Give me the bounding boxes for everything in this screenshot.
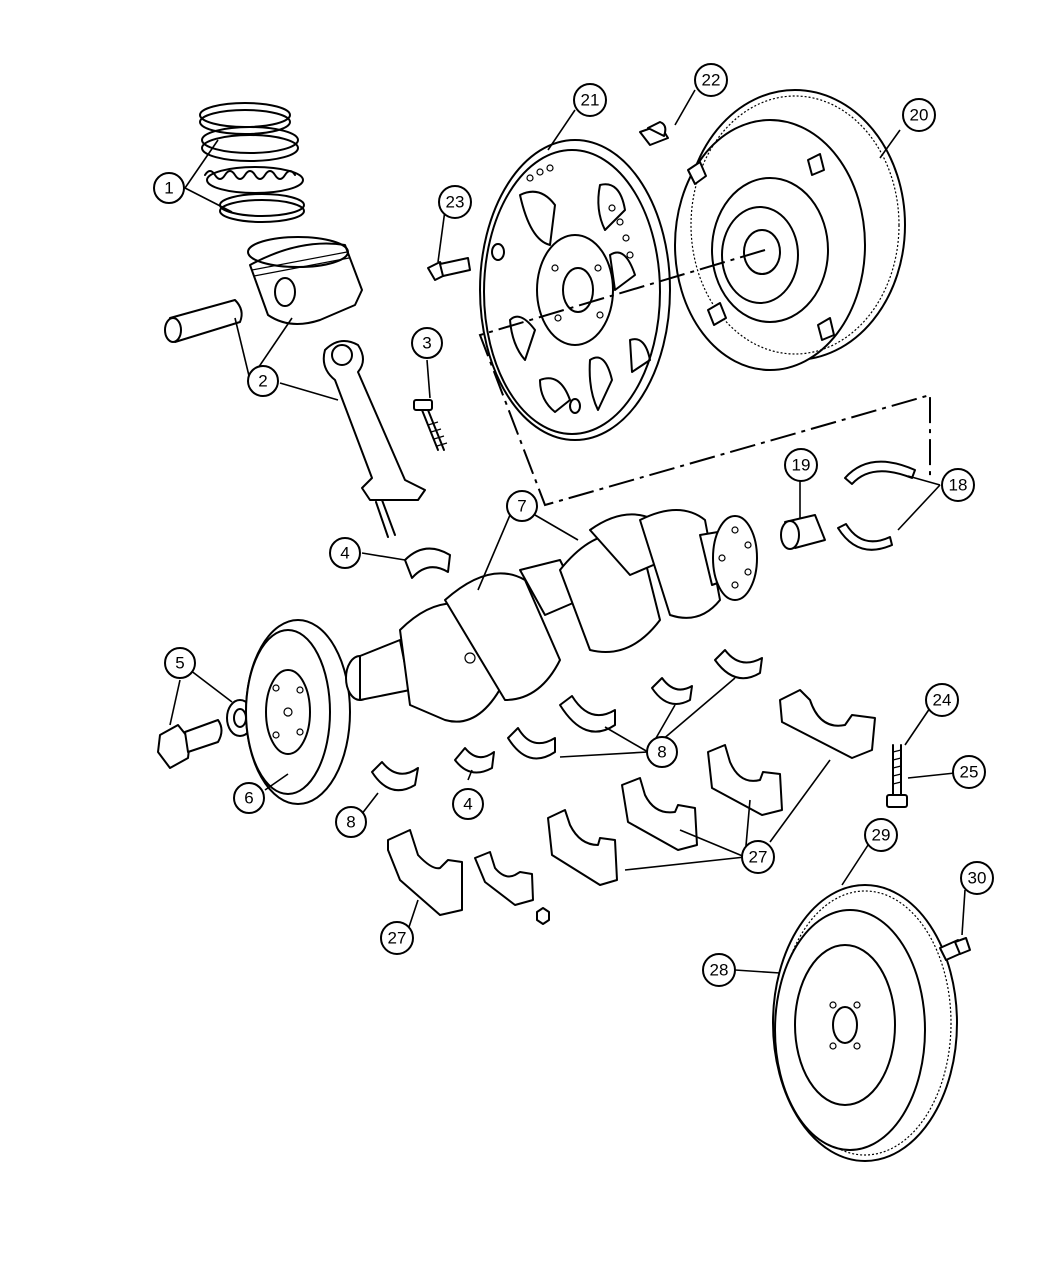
callout-22-label: 22 [702, 71, 721, 90]
callout-6-label: 6 [244, 789, 253, 808]
main-cap-2 [474, 851, 534, 906]
main-cap-1 [387, 829, 463, 916]
rod-bearing-upper [404, 547, 451, 579]
thrust-washer-upper [844, 460, 916, 485]
callout-7: 7 [506, 490, 538, 522]
callout-19: 19 [784, 448, 818, 482]
main-bearing-2 [507, 727, 556, 760]
main-bearing-4 [651, 677, 693, 705]
callout-4-lower: 4 [452, 788, 484, 820]
callout-27-left-label: 27 [388, 929, 407, 948]
callout-3: 3 [411, 327, 443, 359]
flex-plate [479, 139, 671, 441]
callout-4-upper-label: 4 [340, 544, 349, 563]
thrust-washer-lower [837, 523, 893, 551]
callout-2-label: 2 [258, 372, 267, 391]
callout-5: 5 [164, 647, 196, 679]
callout-2: 2 [247, 365, 279, 397]
callout-30: 30 [960, 861, 994, 895]
callout-18: 18 [941, 468, 975, 502]
callout-27-right: 27 [741, 840, 775, 874]
callout-5-label: 5 [175, 654, 184, 673]
callout-22: 22 [694, 63, 728, 97]
flywheel-bolt [939, 937, 971, 961]
vibration-damper [245, 619, 351, 805]
damper-bolt [157, 719, 223, 769]
callout-8-left-label: 8 [346, 813, 355, 832]
callout-7-label: 7 [517, 497, 526, 516]
piston [247, 236, 363, 325]
callout-25-label: 25 [960, 763, 979, 782]
callout-21-label: 21 [581, 91, 600, 110]
callout-20: 20 [902, 98, 936, 132]
crankshaft [345, 509, 758, 723]
flex-plate-bolt-23 [427, 257, 471, 281]
callout-24: 24 [925, 683, 959, 717]
connecting-rod [322, 340, 426, 538]
callout-3-label: 3 [422, 334, 431, 353]
callout-29-label: 29 [872, 826, 891, 845]
callout-24-label: 24 [933, 691, 952, 710]
callout-8-left: 8 [335, 806, 367, 838]
piston-rings [199, 102, 305, 223]
rod-bearing-lower [454, 747, 495, 774]
callout-1-label: 1 [164, 179, 173, 198]
callout-25: 25 [952, 755, 986, 789]
callout-19-label: 19 [792, 456, 811, 475]
main-cap-bolt [886, 744, 908, 808]
cap-nut [536, 907, 550, 925]
callout-8-right-label: 8 [657, 743, 666, 762]
main-cap-rear [779, 689, 876, 759]
main-bearing-5 [714, 649, 763, 680]
callout-4-upper: 4 [329, 537, 361, 569]
callout-21: 21 [573, 83, 607, 117]
piston-pin [164, 299, 243, 343]
callout-30-label: 30 [968, 869, 987, 888]
flywheel [772, 884, 958, 1162]
alignment-line [478, 249, 931, 507]
callout-28: 28 [702, 953, 736, 987]
main-bearing-3 [559, 695, 616, 733]
callout-23-label: 23 [446, 193, 465, 212]
callout-18-label: 18 [949, 476, 968, 495]
main-cap-5 [707, 744, 783, 816]
flex-plate-bolt-22 [639, 121, 669, 146]
callout-23: 23 [438, 185, 472, 219]
callout-27-right-label: 27 [749, 848, 768, 867]
callout-4-lower-label: 4 [463, 795, 472, 814]
torque-converter [674, 89, 906, 371]
callout-20-label: 20 [910, 106, 929, 125]
callout-6: 6 [233, 782, 265, 814]
main-bearing-1 [371, 761, 419, 792]
callout-29: 29 [864, 818, 898, 852]
callout-27-left: 27 [380, 921, 414, 955]
main-cap-3 [547, 809, 618, 886]
callout-28-label: 28 [710, 961, 729, 980]
callout-1: 1 [153, 172, 185, 204]
callout-8-right: 8 [646, 736, 678, 768]
pilot-bushing [780, 514, 826, 550]
rod-bolt [413, 399, 448, 451]
main-cap-4 [621, 777, 698, 851]
